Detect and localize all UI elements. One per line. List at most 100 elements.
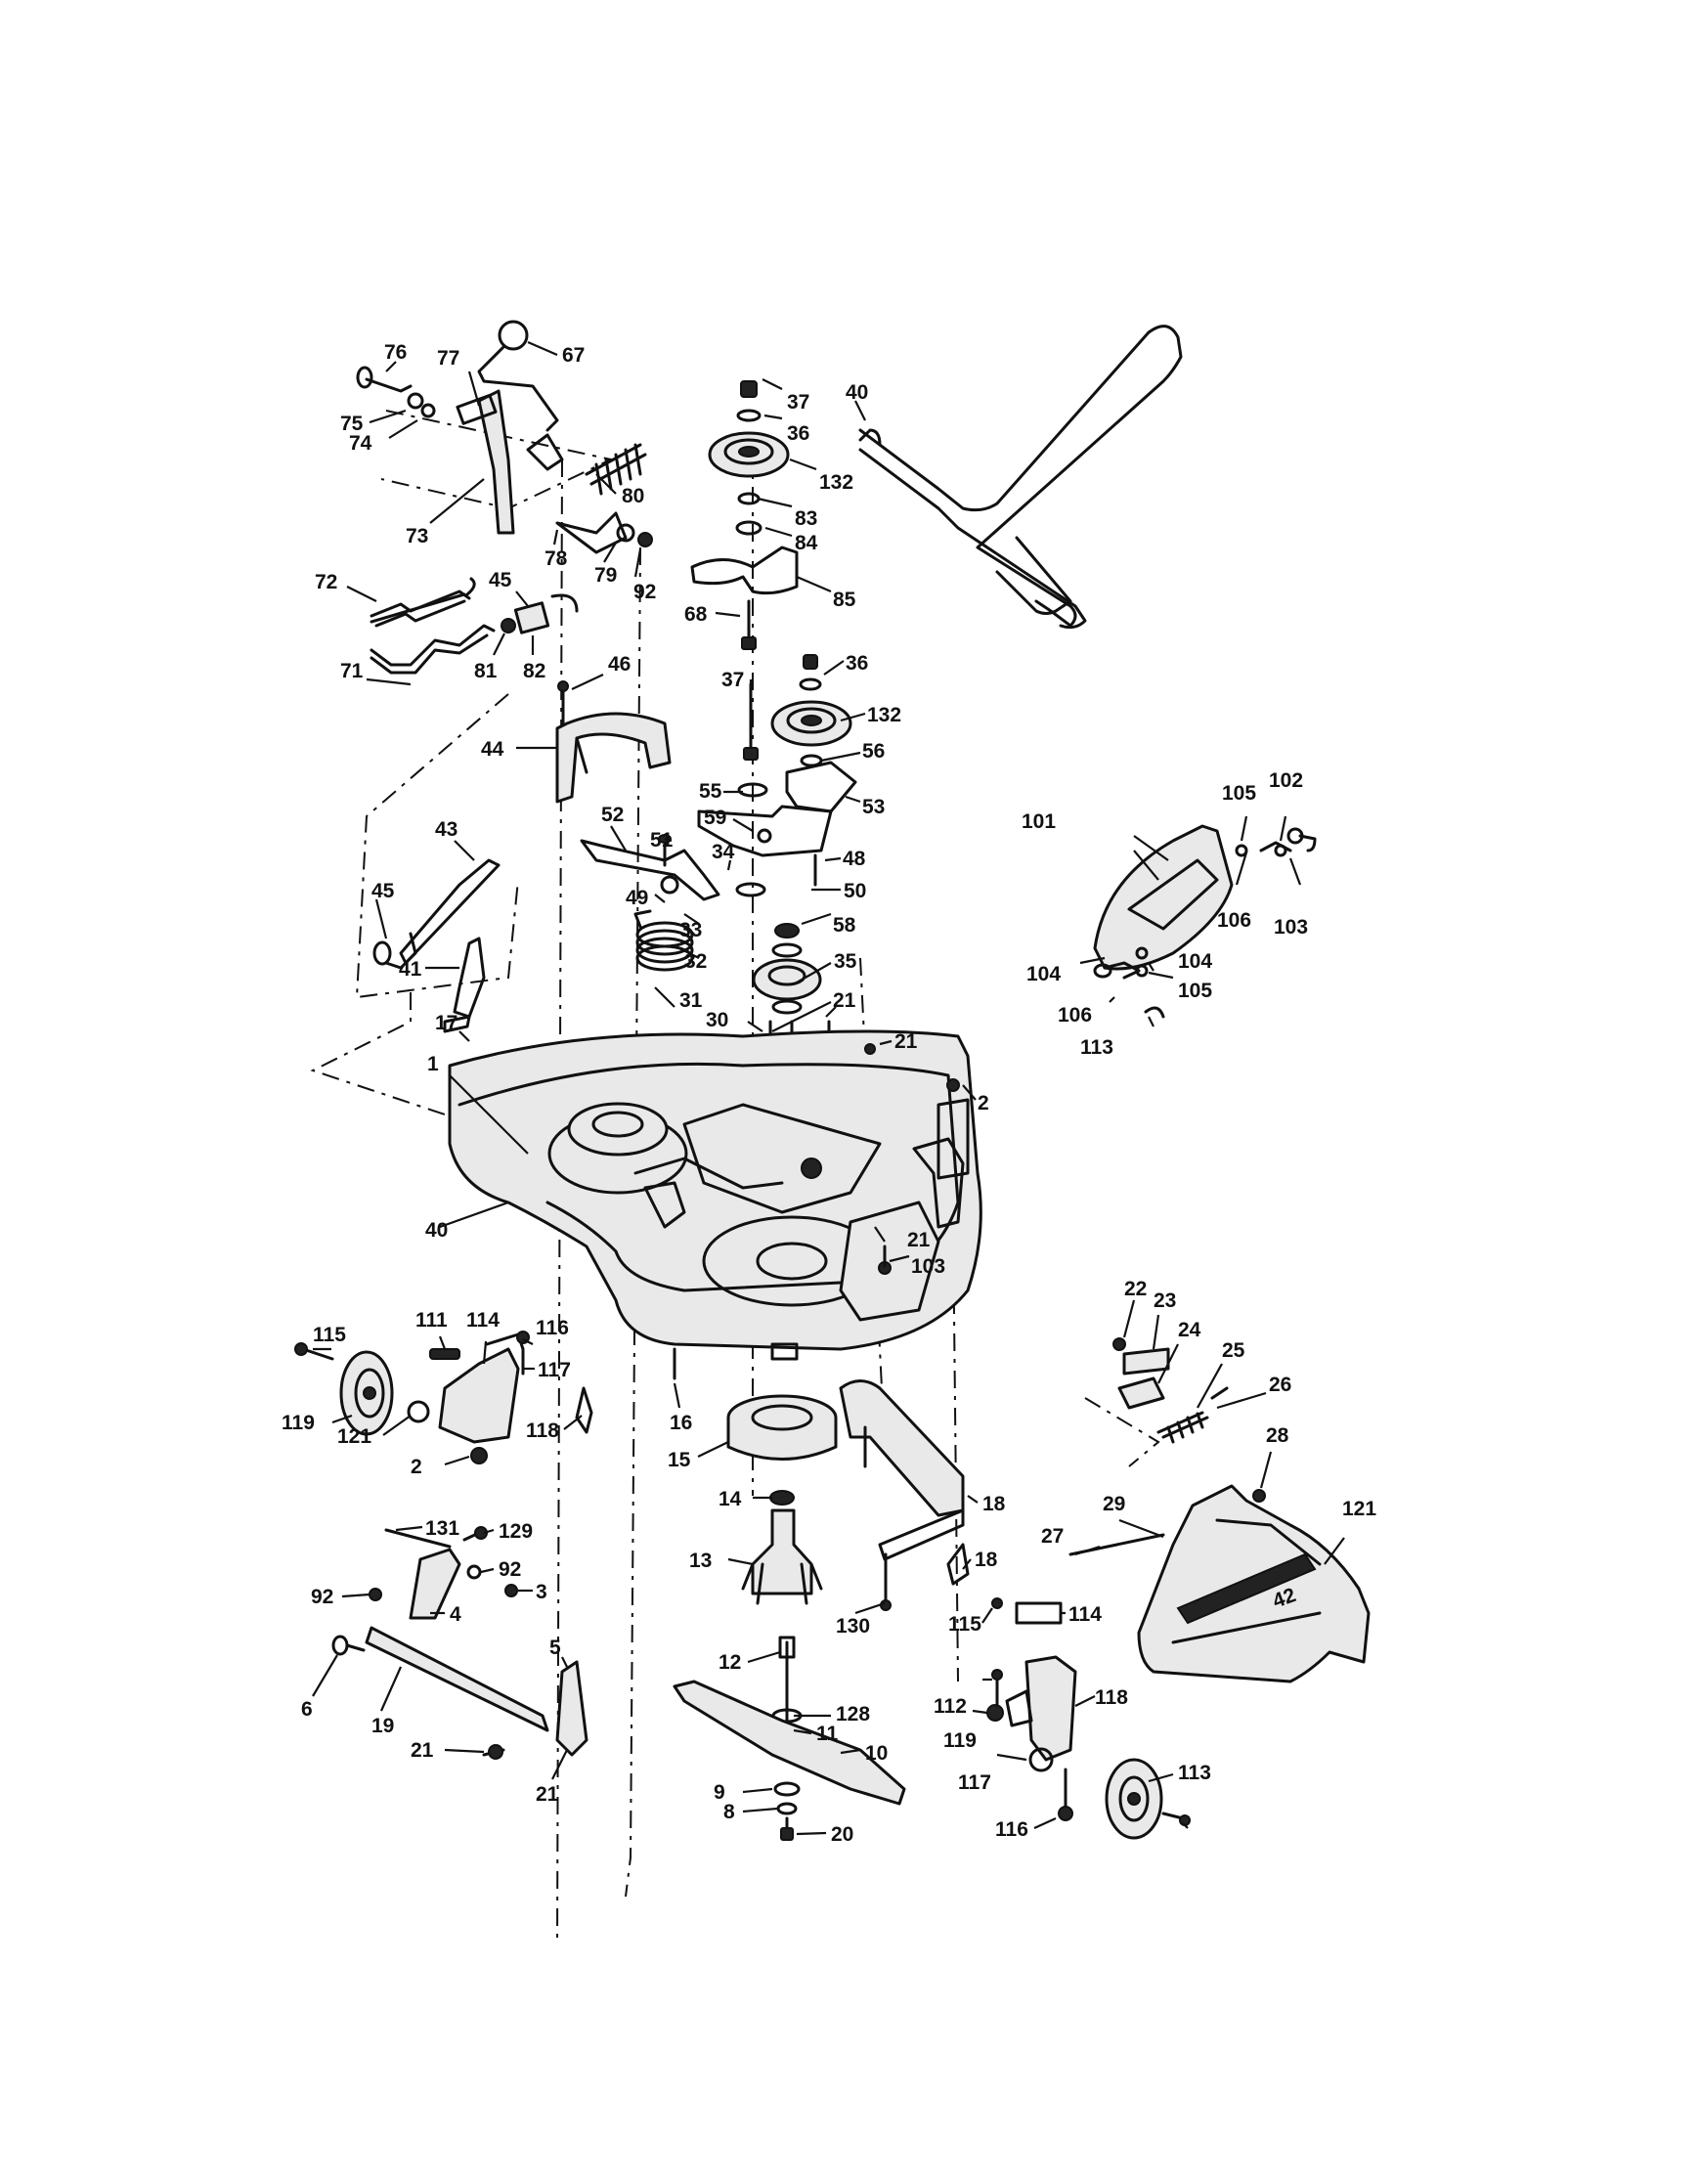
callout: 48 bbox=[843, 848, 866, 870]
callout: 23 bbox=[1154, 1289, 1176, 1312]
callout: 131 bbox=[425, 1517, 459, 1540]
callout: 40 bbox=[846, 381, 868, 404]
callout: 33 bbox=[679, 919, 702, 941]
callout: 17 bbox=[435, 1012, 457, 1034]
callout: 51 bbox=[650, 829, 674, 852]
callout: 6 bbox=[301, 1698, 313, 1721]
callout: 21 bbox=[536, 1783, 559, 1806]
drive-belt bbox=[858, 325, 1183, 630]
callout: 26 bbox=[1269, 1374, 1291, 1396]
callout: 53 bbox=[862, 796, 885, 818]
lift-link-hardware bbox=[370, 577, 579, 675]
callout: 106 bbox=[1058, 1004, 1092, 1026]
callout: 41 bbox=[399, 958, 422, 981]
callout: 21 bbox=[411, 1739, 434, 1762]
callout: 84 bbox=[795, 532, 818, 554]
callout: 75 bbox=[340, 413, 364, 435]
callout: 2 bbox=[411, 1456, 422, 1478]
callout: 92 bbox=[311, 1586, 333, 1608]
callout: 15 bbox=[668, 1449, 691, 1471]
lift-link-rod bbox=[372, 858, 501, 1033]
callout: 44 bbox=[481, 738, 504, 761]
callout: 104 bbox=[1178, 950, 1212, 973]
callout-labels: 76 77 67 75 74 73 80 78 79 92 72 45 81 8… bbox=[282, 341, 1376, 1846]
callout: 73 bbox=[406, 525, 428, 547]
upper-idler-assembly bbox=[690, 380, 799, 650]
callout: 19 bbox=[371, 1715, 394, 1737]
callout: 78 bbox=[545, 547, 568, 570]
callout: 3 bbox=[536, 1581, 547, 1603]
belt-guard bbox=[555, 680, 672, 804]
callout: 82 bbox=[523, 660, 545, 682]
callout: 67 bbox=[562, 344, 585, 367]
callout: 132 bbox=[819, 471, 853, 494]
callout: 115 bbox=[313, 1324, 346, 1346]
callout: 111 bbox=[415, 1309, 448, 1332]
chute-deflector bbox=[1093, 824, 1317, 1019]
callout: 37 bbox=[721, 669, 744, 691]
callout: 36 bbox=[787, 422, 809, 445]
callout: 45 bbox=[489, 569, 512, 591]
callout: 105 bbox=[1178, 980, 1212, 1002]
callout: 118 bbox=[1095, 1686, 1128, 1709]
callout: 116 bbox=[995, 1818, 1028, 1841]
callout: 55 bbox=[699, 780, 722, 803]
callout: 50 bbox=[844, 880, 866, 902]
callout: 10 bbox=[865, 1742, 888, 1765]
callout: 8 bbox=[723, 1801, 735, 1823]
callout: 74 bbox=[349, 432, 372, 455]
callout: 128 bbox=[836, 1703, 870, 1725]
callout: 113 bbox=[1178, 1762, 1211, 1784]
callout: 121 bbox=[337, 1425, 371, 1448]
discharge-chute: 42 bbox=[1068, 1337, 1371, 1683]
callout: 2 bbox=[978, 1092, 989, 1114]
callout: 92 bbox=[633, 581, 656, 603]
callout: 5 bbox=[549, 1637, 561, 1659]
callout: 92 bbox=[499, 1558, 521, 1581]
callout: 18 bbox=[982, 1493, 1006, 1515]
callout: 21 bbox=[894, 1030, 918, 1053]
callout: 29 bbox=[1103, 1493, 1125, 1515]
callout: 52 bbox=[601, 804, 624, 826]
callout: 35 bbox=[834, 950, 857, 973]
callout: 11 bbox=[816, 1723, 839, 1745]
callout: 81 bbox=[474, 660, 498, 682]
callout: 34 bbox=[712, 841, 735, 863]
callout: 20 bbox=[831, 1823, 853, 1846]
callout: 83 bbox=[795, 507, 817, 530]
callout: 1 bbox=[427, 1053, 439, 1075]
callout: 117 bbox=[538, 1359, 571, 1381]
callout: 129 bbox=[499, 1520, 533, 1543]
callout: 72 bbox=[315, 571, 337, 593]
callout: 58 bbox=[833, 914, 856, 937]
leader-lines bbox=[312, 340, 1345, 1836]
callout: 18 bbox=[975, 1549, 998, 1571]
callout: 4 bbox=[450, 1603, 461, 1626]
callout: 132 bbox=[867, 704, 901, 726]
callout: 32 bbox=[684, 950, 707, 973]
callout: 117 bbox=[958, 1771, 991, 1794]
callout: 46 bbox=[608, 653, 631, 676]
callout: 49 bbox=[626, 887, 648, 909]
callout: 119 bbox=[943, 1729, 977, 1752]
right-gauge-wheel bbox=[986, 1597, 1191, 1840]
callout: 45 bbox=[371, 880, 395, 902]
callout: 68 bbox=[684, 603, 708, 626]
callout: 102 bbox=[1269, 769, 1303, 792]
callout: 59 bbox=[704, 807, 726, 829]
callout: 9 bbox=[714, 1781, 725, 1804]
callout: 106 bbox=[1217, 909, 1251, 932]
callout: 37 bbox=[787, 391, 809, 414]
callout: 27 bbox=[1041, 1525, 1064, 1548]
callout: 85 bbox=[833, 589, 856, 611]
callout: 16 bbox=[670, 1412, 692, 1434]
callout: 115 bbox=[948, 1613, 981, 1636]
callout: 77 bbox=[437, 347, 459, 370]
callout: 12 bbox=[719, 1651, 741, 1674]
callout: 28 bbox=[1266, 1424, 1289, 1447]
callout: 104 bbox=[1026, 963, 1061, 985]
callout: 25 bbox=[1222, 1339, 1245, 1362]
callout: 71 bbox=[340, 660, 364, 682]
blade-spindle-assembly bbox=[673, 1394, 906, 1841]
